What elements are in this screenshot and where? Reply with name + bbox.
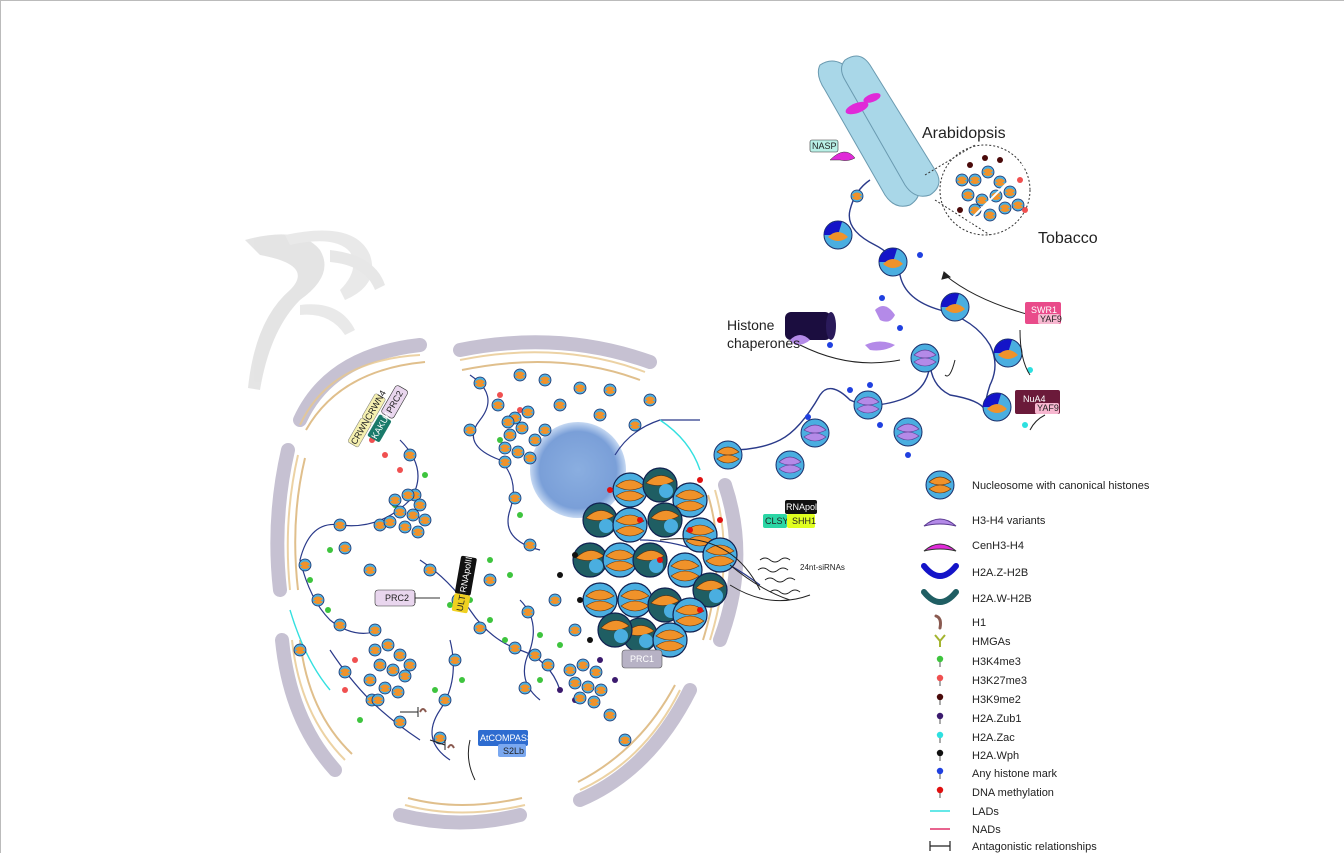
legend-item: Nucleosome with canonical histones — [925, 470, 1150, 500]
legend-item: H3K27me3 — [936, 674, 1027, 687]
chromatin-cluster-top — [498, 405, 542, 465]
hmga-icon — [934, 634, 946, 647]
legend-item: H2A.W-H2B — [921, 589, 1032, 605]
nucleosome-fiber-right — [713, 179, 1033, 480]
pin-icon — [936, 767, 944, 779]
legend-label: Nucleosome with canonical histones — [972, 480, 1150, 492]
prc2-left-complex: PRC2 — [374, 589, 440, 607]
svg-text:AtCOMPASS: AtCOMPASS — [480, 733, 533, 743]
legend-item: H1 — [934, 614, 986, 630]
zoom-nucleosome-cluster — [955, 155, 1028, 226]
pin-icon — [936, 712, 944, 724]
svg-text:NuA4: NuA4 — [1023, 394, 1046, 404]
svg-text:SHH1: SHH1 — [792, 516, 816, 526]
h1-antagonism — [400, 707, 455, 750]
histone-chaperone-complex — [785, 295, 903, 351]
legend-item: H2A.Wph — [936, 749, 1019, 762]
svg-text:NASP: NASP — [812, 141, 837, 151]
tobacco-label: Tobacco — [1038, 230, 1098, 247]
atcompass-complex: AtCOMPASS S2Lb — [478, 730, 533, 757]
legend-item: H2A.Zac — [936, 731, 1015, 744]
legend-label: NADs — [972, 824, 1001, 836]
legend-item: H2A.Zub1 — [936, 712, 1022, 725]
legend-label: H2A.Zac — [972, 732, 1015, 744]
pin-icon — [936, 693, 944, 705]
legend-item: Antagonistic relationships — [929, 841, 1097, 853]
legend-label: HMGAs — [972, 636, 1011, 648]
legend-item: H3K9me2 — [936, 693, 1021, 706]
pin-icon — [936, 731, 944, 743]
legend-label: H3K27me3 — [972, 675, 1027, 687]
legend-label: Any histone mark — [972, 768, 1057, 780]
prc2-top-complex: PRC2 KAKU4 CRWN1 CRWN4 — [347, 385, 408, 448]
pin-icon — [936, 655, 944, 667]
rnapoliv-complex: RNApolIV CLSYs SHH1 — [763, 500, 826, 528]
pin-icon — [936, 786, 944, 798]
legend-label: H2A.W-H2B — [972, 593, 1032, 605]
rnapolii-complex: RNApolII ULT1 — [451, 555, 477, 614]
legend-item: H3-H4 variants — [923, 515, 1046, 527]
legend-label: H3-H4 variants — [972, 515, 1046, 527]
h2aw-icon — [921, 589, 959, 605]
legend-item: NADs — [930, 824, 1001, 836]
sirna-squiggles — [729, 557, 811, 602]
svg-text:PRC2: PRC2 — [385, 593, 409, 603]
svg-text:SWR1: SWR1 — [1031, 305, 1057, 315]
svg-text:YAF9: YAF9 — [1040, 314, 1062, 324]
pin-icon — [936, 674, 944, 686]
legend-label: DNA methylation — [972, 787, 1054, 799]
histone-chaperones-label-2: chaperones — [727, 335, 800, 351]
nucleosome-icon — [925, 470, 955, 500]
h2az-icon — [921, 563, 959, 579]
lads — [289, 419, 701, 691]
legend-label: LADs — [972, 806, 999, 818]
sirnas-label: 24nt-siRNAs — [800, 563, 845, 572]
legend-label: H3K4me3 — [972, 656, 1021, 668]
legend-label: H3K9me2 — [972, 694, 1021, 706]
antagonism-icon — [929, 841, 951, 851]
h3h4-variant-icon — [923, 518, 957, 527]
endoplasmic-reticulum — [245, 230, 385, 390]
chromatin-cluster-left — [383, 488, 432, 539]
nua4-complex: NuA4 YAF9 — [1015, 390, 1060, 414]
svg-text:YAF9: YAF9 — [1037, 403, 1059, 413]
swr1-complex: SWR1 YAF9 — [1025, 302, 1062, 324]
svg-text:PRC1: PRC1 — [630, 654, 654, 664]
svg-text:RNApolIV: RNApolIV — [786, 502, 826, 512]
nasp-complex: NASP — [809, 139, 856, 161]
legend-item: DNA methylation — [936, 786, 1054, 799]
svg-text:S2Lb: S2Lb — [503, 746, 524, 756]
chromatin-cluster-prc1 — [563, 658, 608, 709]
pin-icon — [936, 749, 944, 761]
svg-text:CLSYs: CLSYs — [765, 516, 794, 526]
legend: Nucleosome with canonical histonesH3-H4 … — [921, 470, 1150, 853]
legend-label: H2A.Wph — [972, 750, 1019, 762]
nucleolus — [530, 422, 626, 518]
legend-item: HMGAs — [934, 634, 1011, 648]
legend-label: CenH3-H4 — [972, 540, 1024, 552]
legend-label: H2A.Z-H2B — [972, 567, 1028, 579]
legend-item: CenH3-H4 — [923, 540, 1024, 552]
prc1-complex: PRC1 — [621, 649, 663, 669]
h1-icon — [934, 614, 942, 630]
arrows — [467, 271, 1046, 781]
legend-item: H2A.Z-H2B — [921, 563, 1028, 579]
legend-item: Any histone mark — [936, 767, 1057, 780]
legend-label: H1 — [972, 617, 986, 629]
histone-marks — [307, 392, 618, 723]
cenh3-icon — [923, 543, 957, 552]
legend-item: H3K4me3 — [936, 655, 1021, 668]
arabidopsis-label: Arabidopsis — [922, 125, 1006, 142]
svg-text:ULT1: ULT1 — [455, 589, 469, 612]
legend-item: LADs — [930, 806, 999, 818]
legend-label: H2A.Zub1 — [972, 713, 1022, 725]
legend-label: Antagonistic relationships — [972, 841, 1097, 853]
histone-chaperones-label-1: Histone — [727, 317, 775, 333]
